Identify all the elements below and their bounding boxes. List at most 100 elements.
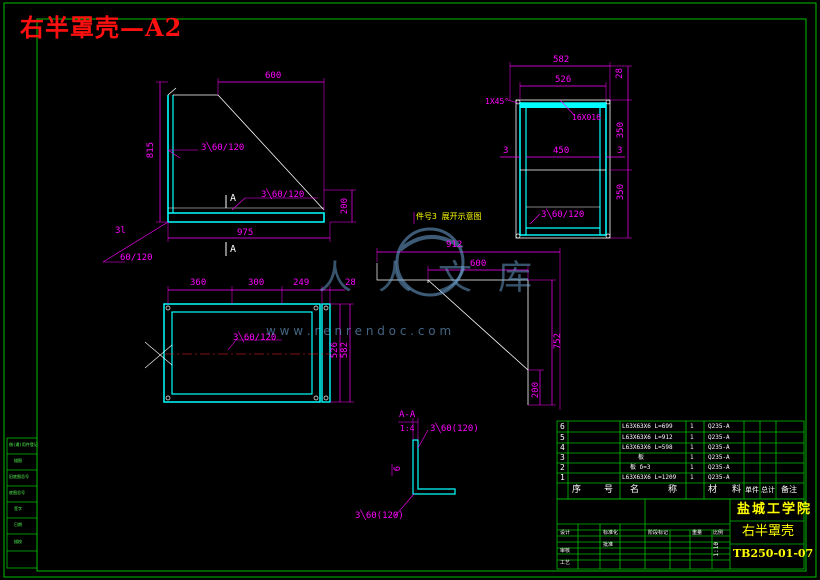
stamp-label: 描校 — [14, 539, 22, 544]
bom-name: 板 δ=3 — [630, 464, 651, 471]
section-weld-top: 3╲60(120) — [430, 424, 479, 434]
bom-no: 5 — [560, 433, 565, 442]
bom-no: 3 — [560, 453, 565, 462]
section-scale: 1:4 — [400, 424, 415, 433]
tb-ratio: 1:10 — [713, 542, 720, 557]
left-stamp-table — [6, 437, 38, 569]
dim-top-d: 28 — [345, 278, 356, 288]
bom-qty: 1 — [690, 444, 694, 451]
aux-view — [376, 212, 561, 410]
bom-header-cell: 料 — [732, 485, 742, 495]
section-label: A-A — [399, 410, 416, 420]
dim-front-small: 200 — [340, 198, 350, 215]
school-name: 盐城工学院 — [737, 502, 813, 517]
bom-material: Q235-A — [708, 444, 730, 451]
tb-review: 审核 — [560, 548, 571, 554]
side-view — [500, 62, 632, 239]
tb-weight: 重量 — [692, 530, 703, 536]
dim-front-width: 600 — [265, 71, 282, 81]
dim-side-left: 3 — [503, 146, 509, 156]
bom-header-cell: 序 — [572, 485, 582, 495]
stamp-label: 签字 — [14, 506, 22, 511]
weld-front-b: 3╲60/120 — [261, 190, 305, 200]
top-view — [144, 286, 354, 403]
dim-aux-b: 600 — [470, 259, 487, 269]
bom-header-cell: 号 — [604, 485, 614, 495]
watermark-text: 人人文库 — [318, 258, 558, 298]
bom-material: Q235-A — [708, 474, 730, 481]
bom-qty: 1 — [690, 423, 694, 430]
watermark-url: w w w . r e n r e n d o c . c o m — [266, 324, 452, 338]
section-mark-bottom: A — [230, 244, 237, 255]
weld-front-c: 60/120 — [120, 253, 153, 263]
dim-top-f: 582 — [340, 342, 350, 359]
dim-top-e: 526 — [330, 342, 340, 359]
stamp-label: 旧底图总号 — [9, 474, 29, 479]
bom-header-cell: 名 — [630, 485, 640, 495]
section-weld-bottom: 3╲60(120) — [355, 511, 404, 521]
dim-top-c: 249 — [293, 278, 310, 288]
dim-aux-a: 912 — [446, 240, 463, 250]
weld-side: 3╲60/120 — [541, 210, 585, 220]
drawing-code: TB250-01-07 — [733, 547, 814, 560]
bom-no: 6 — [560, 422, 565, 431]
bom-header-cell: 备注 — [781, 485, 797, 494]
dim-side-h2: 350 — [616, 184, 626, 201]
dim-front-base: 975 — [237, 228, 254, 238]
section-mark-top: A — [230, 193, 237, 204]
tb-process: 工艺 — [560, 560, 571, 566]
dim-top-b: 300 — [248, 278, 265, 288]
dim-side-outer: 582 — [553, 55, 570, 65]
bom-qty: 1 — [690, 464, 694, 471]
stamp-label: 底图总号 — [9, 490, 25, 495]
drawing-title: 右半罩壳—A2 — [20, 13, 183, 42]
dim-top-a: 360 — [190, 278, 207, 288]
dim-front-height: 815 — [146, 142, 156, 159]
note-chamfer: 1X45° — [485, 97, 510, 106]
section-dim: 6 — [393, 466, 403, 472]
stamp-label: 日期 — [14, 522, 22, 527]
section-detail — [391, 418, 456, 517]
dim-aux-c: 752 — [553, 333, 563, 350]
title-block — [556, 498, 805, 570]
weld-front-a: 3╲60/120 — [201, 143, 245, 153]
bom-header-cell: 单件 — [745, 486, 759, 494]
bom-material: Q235-A — [708, 423, 730, 430]
aux-note: 件号3 展开示意图 — [416, 212, 482, 221]
stamp-label: 借(通)用件登记 — [9, 442, 38, 447]
bom-qty: 1 — [690, 474, 694, 481]
tb-stage: 阶段标记 — [648, 530, 669, 536]
bom-name: L63X63X6 L=699 — [622, 423, 673, 430]
dim-side-inner: 526 — [555, 75, 572, 85]
tb-design: 设计 — [560, 530, 571, 536]
inner-border — [36, 18, 807, 572]
bom-no: 1 — [560, 473, 565, 482]
bom-header-cell: 总计 — [761, 486, 775, 494]
dim-side-h1: 350 — [616, 122, 626, 139]
watermark-logo — [395, 227, 465, 297]
bom-no: 2 — [560, 463, 565, 472]
bom-no: 4 — [560, 443, 565, 452]
bom-name: L63X63X6 L=598 — [622, 444, 673, 451]
dim-side-mid: 450 — [553, 146, 570, 156]
stamp-label: 描图 — [14, 458, 22, 463]
bom-material: Q235-A — [708, 454, 730, 461]
tb-approve: 批准 — [603, 542, 614, 548]
bom-name: L63X63X6 L=912 — [622, 434, 673, 441]
bom-name: L63X63X6 L=1209 — [622, 474, 677, 481]
tb-standard: 标准化 — [603, 530, 619, 536]
note-holes: 16X016 — [572, 113, 601, 122]
bom-material: Q235-A — [708, 464, 730, 471]
part-name: 右半罩壳 — [742, 524, 795, 539]
bom-header-cell: 材 — [708, 485, 718, 495]
front-view — [102, 78, 356, 263]
dim-side-right: 3 — [617, 146, 623, 156]
dim-side-top-right: 28 — [615, 68, 625, 79]
tb-scale: 比例 — [713, 530, 724, 536]
bom-qty: 1 — [690, 434, 694, 441]
bom-qty: 1 — [690, 454, 694, 461]
dim-front-small-left: 3l — [115, 226, 126, 236]
weld-top: 3╲60/120 — [233, 333, 277, 343]
bom-material: Q235-A — [708, 434, 730, 441]
